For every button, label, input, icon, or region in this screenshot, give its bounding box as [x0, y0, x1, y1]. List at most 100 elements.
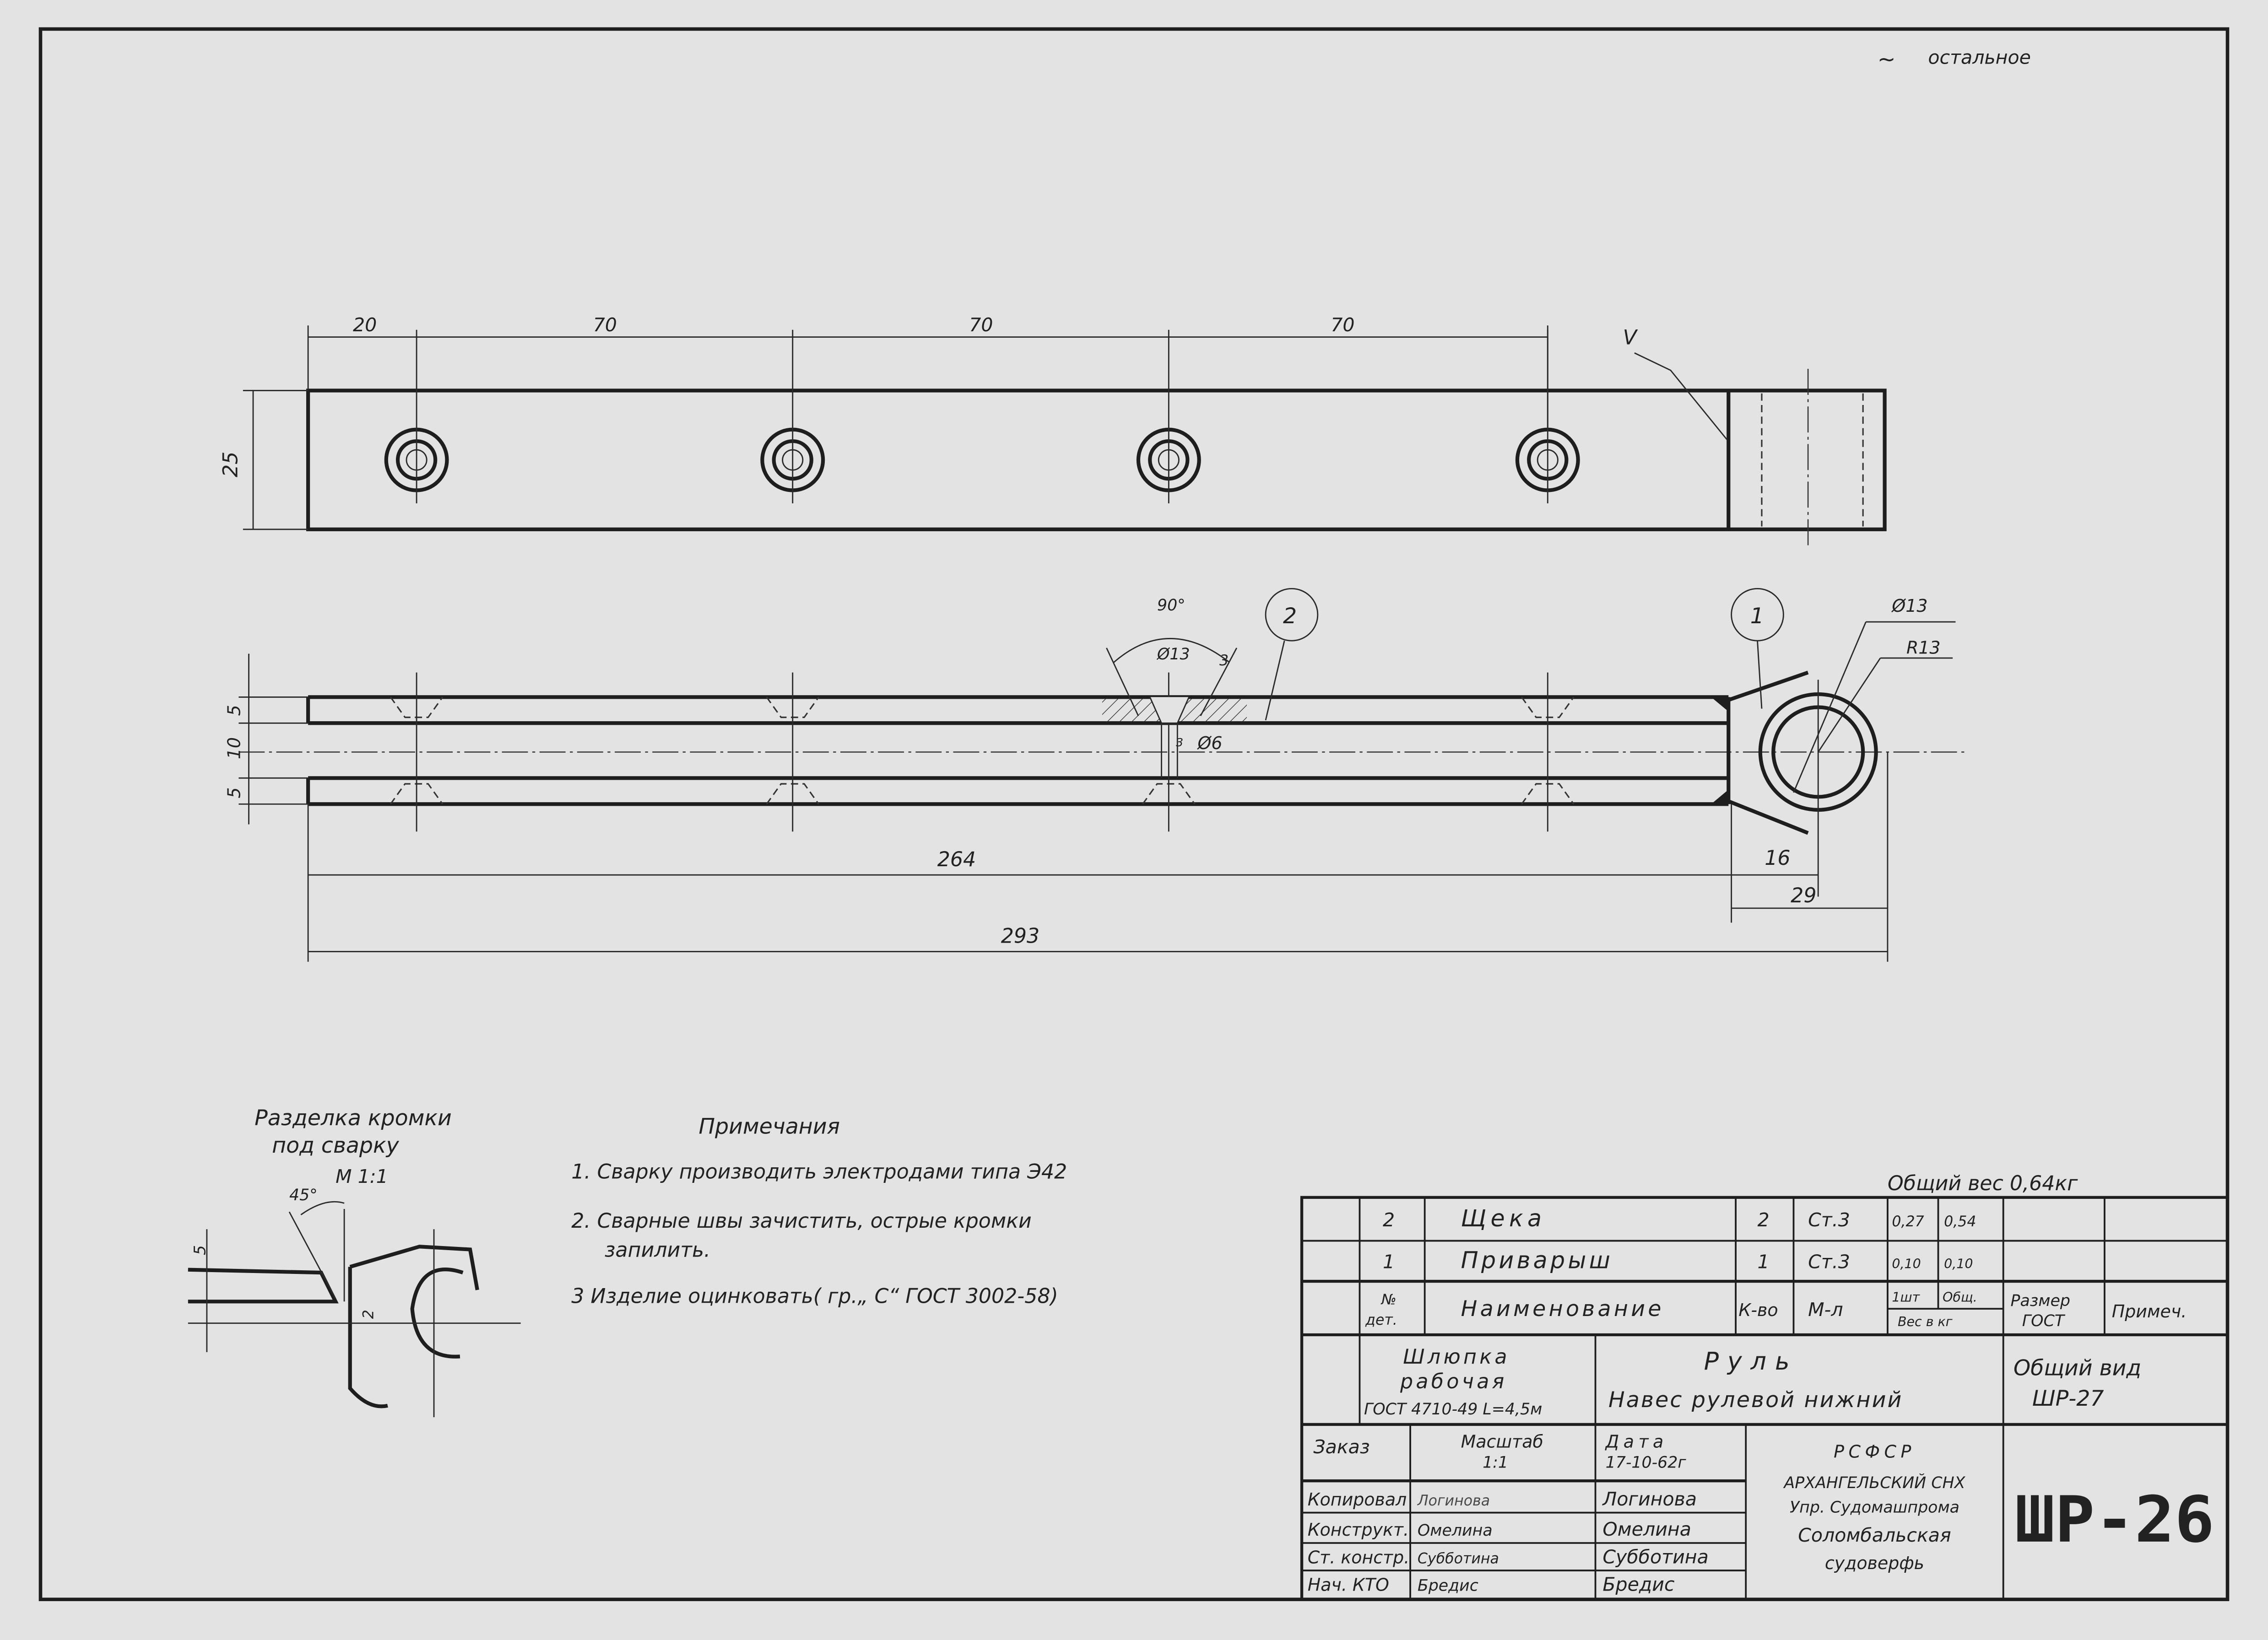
product-gost: ГОСТ 4710-49 L=4,5м: [1364, 1400, 1542, 1419]
svg-text:Общ.: Общ.: [1943, 1289, 1977, 1305]
svg-text:1шт: 1шт: [1892, 1289, 1920, 1305]
drawing-number: ШР-26: [2015, 1483, 2214, 1557]
svg-text:ГОСТ: ГОСТ: [2022, 1312, 2066, 1330]
product-type: рабочая: [1400, 1370, 1507, 1393]
dim-5-bottom: 5: [224, 787, 244, 798]
angle-90: 90°: [1157, 596, 1185, 615]
weld-dim-5: 5: [191, 1245, 210, 1255]
section-hatch: [1102, 696, 1247, 778]
dim-16: 16: [1765, 847, 1790, 870]
lug-radius: R13: [1906, 638, 1941, 658]
countersink-depth: 3: [1219, 653, 1229, 669]
svg-text:1: 1: [1750, 604, 1764, 629]
svg-text:Приварыш: Приварыш: [1461, 1247, 1613, 1274]
svg-text:Логинова: Логинова: [1602, 1488, 1697, 1510]
scale-value: 1:1: [1483, 1454, 1508, 1472]
signature-row: Нач. КТО Бредис Бредис: [1308, 1573, 1675, 1595]
weld-detail: Разделка кромки под сварку М 1:1 45° 5 2: [188, 1106, 521, 1418]
svg-text:Упр. Судомашпрома: Упр. Судомашпрома: [1790, 1499, 1959, 1517]
svg-text:РСФСР: РСФСР: [1834, 1442, 1916, 1462]
dim-70-a: 70: [593, 314, 617, 336]
svg-text:2: 2: [1383, 1209, 1395, 1231]
weld-dim-2: 2: [360, 1310, 377, 1319]
svg-text:Ст. констр.: Ст. констр.: [1308, 1547, 1410, 1567]
hole: [1136, 329, 1201, 503]
svg-text:2: 2: [1757, 1209, 1769, 1231]
parts-row: 1 Приварыш 1 Ст.3 0,10 0,10: [1383, 1247, 1973, 1274]
svg-text:Субботина: Субботина: [1602, 1546, 1708, 1568]
lug-dia: Ø13: [1891, 596, 1927, 616]
date-label: Дата: [1605, 1431, 1668, 1451]
assembly-name: Руль: [1704, 1347, 1798, 1376]
note-2-cont: запилить.: [605, 1238, 710, 1262]
weld-detail-angle: 45°: [289, 1186, 318, 1204]
svg-text:Конструкт.: Конструкт.: [1308, 1520, 1409, 1540]
svg-text:№: №: [1380, 1292, 1397, 1308]
signature-row: Конструкт. Омелина Омелина: [1308, 1518, 1691, 1540]
product-name: Шлюпка: [1403, 1345, 1510, 1369]
weld-mark: V: [1623, 326, 1638, 349]
svg-text:Бредис: Бредис: [1602, 1573, 1675, 1595]
sheet-frame: [38, 27, 2230, 1602]
weld-detail-title-1: Разделка кромки: [254, 1106, 452, 1131]
order-label: Заказ: [1313, 1436, 1369, 1458]
dim-20: 20: [353, 314, 377, 336]
svg-text:Наименование: Наименование: [1461, 1296, 1664, 1322]
svg-text:Омелина: Омелина: [1418, 1521, 1493, 1540]
hole-dia: Ø6: [1197, 733, 1223, 753]
notes: Примечания 1. Сварку производить электро…: [571, 1114, 1067, 1308]
svg-text:Омелина: Омелина: [1602, 1518, 1691, 1540]
bar-outline: [306, 388, 1887, 531]
svg-text:Копировал: Копировал: [1308, 1489, 1407, 1510]
svg-text:М-л: М-л: [1808, 1299, 1843, 1321]
svg-text:1: 1: [1757, 1251, 1769, 1273]
svg-text:Ст.3: Ст.3: [1808, 1251, 1850, 1273]
hole: [384, 329, 449, 503]
svg-text:Логинова: Логинова: [1417, 1493, 1490, 1509]
weld-detail-scale: М 1:1: [336, 1165, 388, 1187]
title-block: 2 Щека 2 Ст.3 0,27 0,54 1 Приварыш 1 Ст.…: [1300, 1196, 2229, 1601]
countersink-dia: Ø13: [1156, 645, 1190, 664]
svg-text:0,10: 0,10: [1892, 1257, 1921, 1272]
svg-text:Примеч.: Примеч.: [2112, 1301, 2187, 1322]
top-view: 20 70 70 70 25 V: [219, 314, 1887, 550]
note-3: 3 Изделие оцинковать( гр.„ С“ ГОСТ 3002-…: [571, 1284, 1058, 1308]
signature-row: Копировал Логинова Логинова: [1308, 1488, 1697, 1510]
weld-detail-title-2: под сварку: [272, 1133, 400, 1158]
hole-depth: 3: [1176, 736, 1183, 749]
svg-text:Вес в кг: Вес в кг: [1898, 1314, 1953, 1329]
signature-row: Ст. констр. Субботина Субботина: [1308, 1546, 1709, 1568]
total-weight: Общий вес 0,64кг: [1888, 1172, 2078, 1195]
hole: [760, 329, 825, 503]
dim-264: 264: [937, 848, 976, 871]
dim-25: 25: [219, 452, 242, 477]
organization: РСФСР АРХАНГЕЛЬСКИЙ СНХ Упр. Судомашпром…: [1783, 1442, 1966, 1573]
dim-10: 10: [224, 737, 244, 759]
part-name: Навес рулевой нижний: [1608, 1387, 1903, 1413]
svg-text:Бредис: Бредис: [1418, 1576, 1478, 1595]
svg-text:Нач. КТО: Нач. КТО: [1308, 1575, 1389, 1595]
parts-header: № дет. Наименование К-во М-л 1шт Общ. Ве…: [1365, 1289, 2187, 1330]
scale-label: Масштаб: [1461, 1431, 1543, 1451]
balloon-2: 2: [1265, 588, 1319, 721]
svg-text:К-во: К-во: [1738, 1300, 1778, 1320]
note-2: 2. Сварные швы зачистить, острые кромки: [571, 1209, 1032, 1233]
svg-text:0,10: 0,10: [1944, 1257, 1973, 1272]
date-value: 17-10-62г: [1606, 1454, 1687, 1472]
svg-text:АРХАНГЕЛЬСКИЙ СНХ: АРХАНГЕЛЬСКИЙ СНХ: [1783, 1473, 1966, 1492]
roughness-symbol: ~: [1878, 47, 1896, 72]
note-1: 1. Сварку производить электродами типа Э…: [571, 1160, 1067, 1184]
svg-text:Субботина: Субботина: [1418, 1550, 1499, 1567]
dim-5-top: 5: [224, 705, 244, 716]
weld-leader: [1634, 352, 1728, 440]
parts-row: 2 Щека 2 Ст.3 0,27 0,54: [1383, 1205, 1976, 1232]
general-view-ref: ШР-27: [2032, 1386, 2104, 1411]
svg-text:Размер: Размер: [2011, 1292, 2070, 1310]
svg-text:судоверфь: судоверфь: [1825, 1553, 1924, 1573]
dim-29: 29: [1791, 884, 1816, 907]
general-view-label: Общий вид: [2014, 1355, 2141, 1381]
countersinks: [390, 672, 1575, 832]
side-view: 90° Ø13 3 Ø6 3 Ø13 R13 2 1 5 10 5 264 16…: [224, 588, 1967, 962]
dim-70-b: 70: [969, 314, 993, 336]
